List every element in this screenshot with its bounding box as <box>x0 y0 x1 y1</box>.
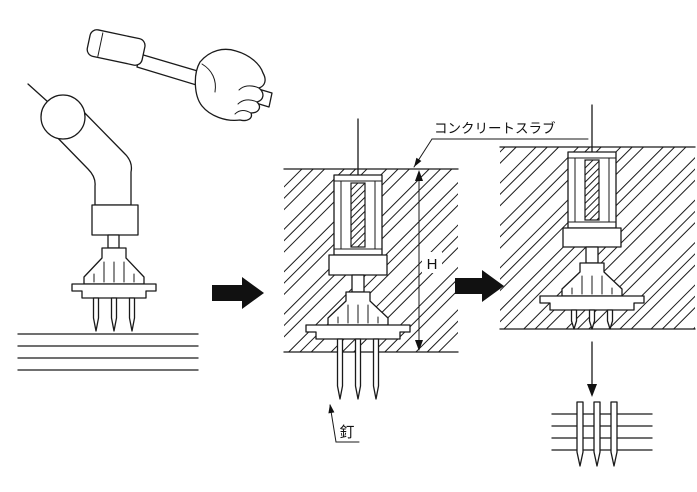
finger-line <box>237 99 258 105</box>
nail <box>110 297 118 332</box>
flange <box>71 283 157 299</box>
label-concrete-slab: コンクリートスラブ <box>413 120 589 168</box>
insulation-boards <box>17 333 199 371</box>
nail <box>593 401 601 467</box>
dimension-h-label: H <box>427 256 438 273</box>
dome-cap <box>40 94 86 140</box>
dimension-arrow-down <box>415 340 423 351</box>
dimension-arrow-up <box>415 170 423 181</box>
anchor-assembly <box>305 118 411 400</box>
flange <box>305 324 411 340</box>
fixed-board-with-nails <box>551 401 653 467</box>
base-block <box>328 254 388 276</box>
leader-arrowhead <box>414 157 422 167</box>
label-nail: 釘 <box>328 404 360 443</box>
threaded-core <box>584 159 600 221</box>
leader-arrowhead <box>328 404 335 414</box>
step-arrow-2-icon <box>455 270 504 302</box>
flange <box>539 295 645 311</box>
down-arrow-icon <box>587 384 597 397</box>
drive-block <box>91 204 139 236</box>
anchor-assembly <box>539 104 645 330</box>
drop-arrow <box>587 341 597 397</box>
nail-label-text: 釘 <box>339 424 354 441</box>
nail <box>128 297 136 332</box>
hammer-head <box>86 29 146 66</box>
nail <box>606 309 614 330</box>
drive-pin-tool <box>27 83 139 249</box>
nail <box>610 401 618 467</box>
step-3-set <box>499 104 696 467</box>
nail <box>576 401 584 467</box>
connector-rod <box>351 274 365 293</box>
hand <box>194 48 266 122</box>
base-block <box>562 227 622 248</box>
nail <box>588 309 596 330</box>
label-backing <box>422 252 442 273</box>
finger-line <box>238 85 260 91</box>
threaded-core <box>350 182 366 248</box>
dimension-h: H <box>415 170 442 351</box>
thumb-line <box>201 63 216 93</box>
nail <box>92 297 100 332</box>
step-2-inserted: H 釘 <box>283 118 459 443</box>
nail <box>354 338 362 400</box>
nail <box>372 338 380 400</box>
nail <box>570 309 578 330</box>
concrete-slab-label-text: コンクリートスラブ <box>434 120 556 136</box>
insulation-fastener <box>71 247 157 332</box>
step-arrow-1-icon <box>212 277 264 309</box>
finger-line <box>234 110 252 115</box>
step-1-hammering <box>17 29 273 371</box>
nail <box>336 338 344 400</box>
connector-rod <box>585 246 599 264</box>
hammer-illustration <box>86 29 273 122</box>
drive-rod <box>107 234 120 249</box>
